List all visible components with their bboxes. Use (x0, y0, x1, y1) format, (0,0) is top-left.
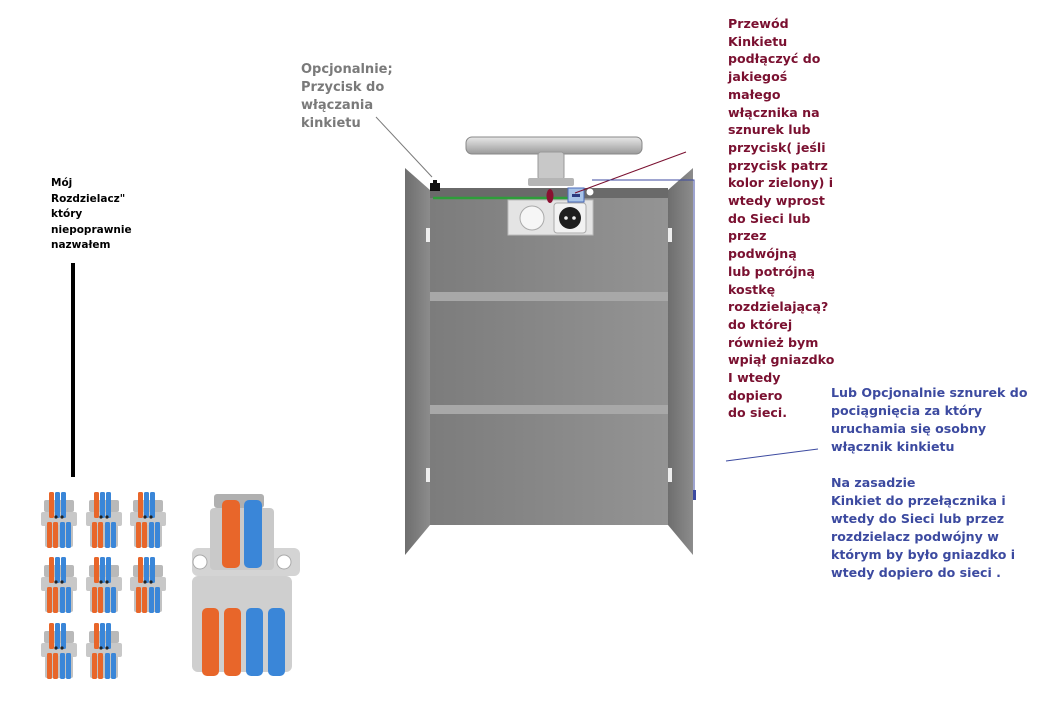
wiring-overlays (375, 116, 819, 500)
small-connectors (41, 492, 166, 679)
large-connector (192, 494, 300, 676)
note-cord-alternative: Lub Opcjonalnie sznurek do pociągnięcia … (831, 385, 1028, 580)
note-cable-instructions: Przewód Kinkietu podłączyć do jakiegoś m… (728, 16, 835, 421)
note-optional-button: Opcjonalnie; Przycisk do włączania kinki… (301, 62, 393, 131)
note-my-splitter: Mój Rozdzielacz" który niepoprawnie nazw… (51, 177, 132, 251)
black-bar (71, 263, 75, 477)
